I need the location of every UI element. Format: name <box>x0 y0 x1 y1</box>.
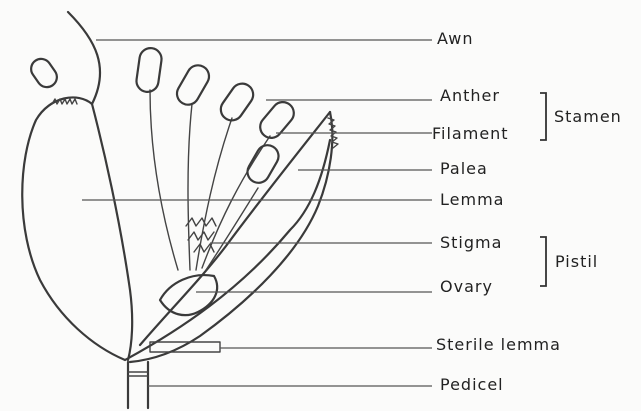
stamen-bracket <box>540 93 546 140</box>
label-lemma: Lemma <box>440 190 504 209</box>
lemma-inner-edge <box>92 104 132 360</box>
label-pedicel: Pedicel <box>440 375 504 394</box>
pedicel-ridge <box>128 372 148 376</box>
ovary <box>160 275 217 315</box>
label-ovary: Ovary <box>440 277 493 296</box>
label-palea: Palea <box>440 159 488 178</box>
palea-outer <box>130 112 332 362</box>
label-sterile-lemma: Sterile lemma <box>436 335 561 354</box>
anthers <box>27 47 298 187</box>
label-pistil: Pistil <box>555 252 598 271</box>
lemma-serration <box>52 99 77 104</box>
label-awn: Awn <box>437 29 474 48</box>
pedicel <box>128 362 148 408</box>
pistil-bracket <box>540 237 546 286</box>
stigma <box>186 218 216 252</box>
label-anther: Anther <box>440 86 500 105</box>
sterile-lemma <box>150 342 220 352</box>
label-stamen: Stamen <box>554 107 622 126</box>
lemma-outline <box>22 12 330 360</box>
filament-1 <box>150 90 178 270</box>
label-filament: Filament <box>432 124 509 143</box>
filament-2 <box>188 104 192 270</box>
label-stigma: Stigma <box>440 233 502 252</box>
